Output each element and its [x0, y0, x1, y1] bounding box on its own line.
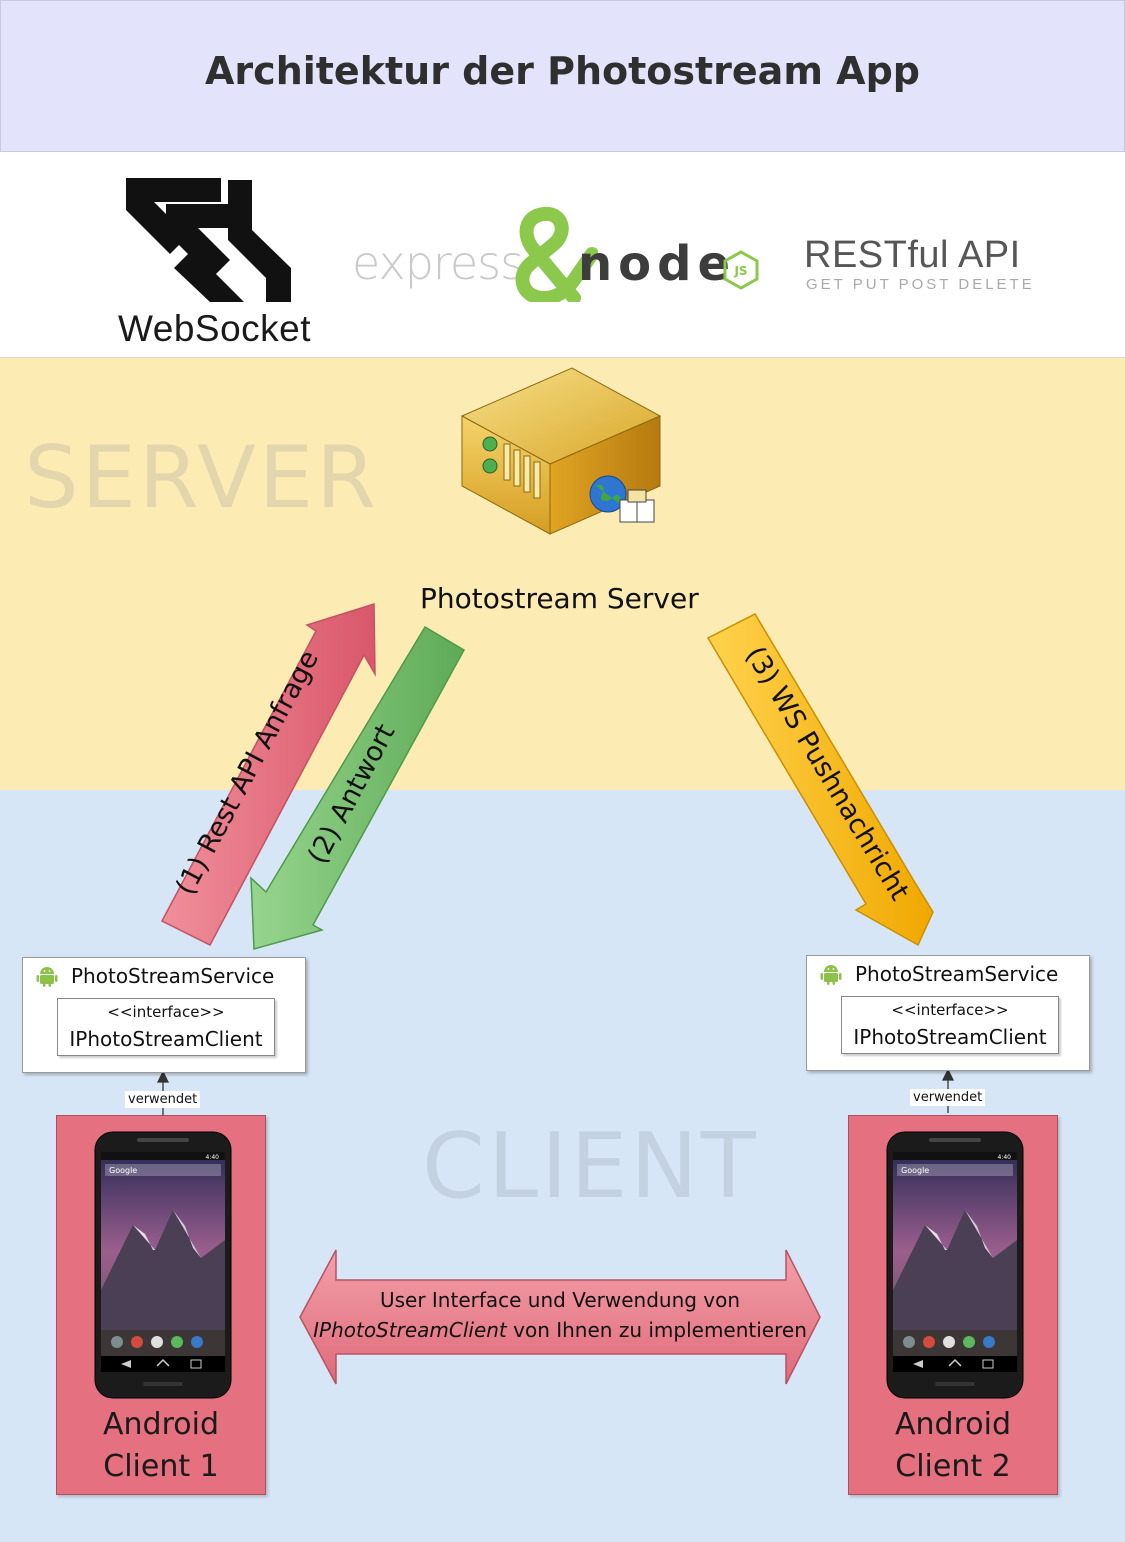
uses-connector-1-head	[156, 1070, 170, 1083]
restful-api-verbs: GET PUT POST DELETE	[806, 276, 1035, 293]
nodejs-badge-icon: JS	[723, 250, 759, 290]
phone-icon: 4:40 Google	[94, 1131, 232, 1399]
response-arrow	[250, 625, 466, 950]
interface-box: <<interface>> IPhotoStreamClient	[57, 998, 275, 1056]
service-name: PhotoStreamService	[71, 964, 275, 988]
phone-time: 4:40	[206, 1154, 220, 1161]
photostream-service-box-2: PhotoStreamService <<interface>> IPhotoS…	[806, 955, 1090, 1071]
client-1-line-1: Android	[103, 1407, 219, 1442]
interface-name: IPhotoStreamClient	[853, 1025, 1047, 1049]
websocket-logo	[126, 178, 291, 302]
interface-box: <<interface>> IPhotoStreamClient	[841, 996, 1059, 1054]
ampersand-icon	[515, 206, 598, 302]
page-title: Architektur der Photostream App	[205, 49, 920, 93]
bidirectional-label-line-1: User Interface und Verwendung von	[379, 1288, 741, 1312]
phone-time: 4:40	[998, 1154, 1012, 1161]
uses-connector-2-head	[941, 1068, 955, 1081]
node-wordmark: node	[578, 236, 737, 292]
android-icon	[820, 965, 842, 985]
photostream-service-box-1: PhotoStreamService <<interface>> IPhotoS…	[22, 957, 306, 1073]
server-label: Photostream Server	[420, 582, 699, 615]
bidirectional-label-line-2: IPhotoStreamClient von Ihnen zu implemen…	[300, 1318, 820, 1342]
request-arrow	[160, 602, 376, 946]
interface-stereotype: <<interface>>	[891, 1001, 1009, 1019]
client-zone-label: CLIENT	[422, 1114, 759, 1219]
interface-stereotype: <<interface>>	[107, 1003, 225, 1021]
uses-label-1: verwendet	[125, 1091, 201, 1108]
phone-search-label: Google	[109, 1166, 137, 1175]
phone-icon: 4:40 Google	[886, 1131, 1024, 1399]
restful-api-wordmark: RESTful API	[804, 234, 1021, 276]
push-arrow	[706, 613, 934, 947]
uses-label-2: verwendet	[910, 1089, 986, 1106]
title-band: Architektur der Photostream App	[0, 0, 1125, 152]
phone-search-label: Google	[901, 1166, 929, 1175]
websocket-wordmark: WebSocket	[118, 308, 312, 349]
express-wordmark: express	[352, 236, 524, 290]
client-2-line-1: Android	[895, 1407, 1011, 1442]
bidirectional-label-interface: IPhotoStreamClient	[313, 1318, 507, 1342]
client-1-line-2: Client 1	[103, 1449, 219, 1484]
android-client-1: 4:40 Google Android Client 1	[56, 1115, 266, 1495]
nodejs-badge-text: JS	[733, 264, 747, 278]
service-name: PhotoStreamService	[855, 962, 1059, 986]
server-zone-label: SERVER	[24, 428, 379, 528]
android-client-2: 4:40 Google Android Client 2	[848, 1115, 1058, 1495]
server-icon	[460, 367, 662, 535]
bidirectional-label-rest: von Ihnen zu implementieren	[506, 1318, 807, 1342]
client-2-line-2: Client 2	[895, 1449, 1011, 1484]
interface-name: IPhotoStreamClient	[69, 1027, 263, 1051]
bidirectional-arrow	[299, 1249, 821, 1385]
android-icon	[36, 967, 58, 987]
